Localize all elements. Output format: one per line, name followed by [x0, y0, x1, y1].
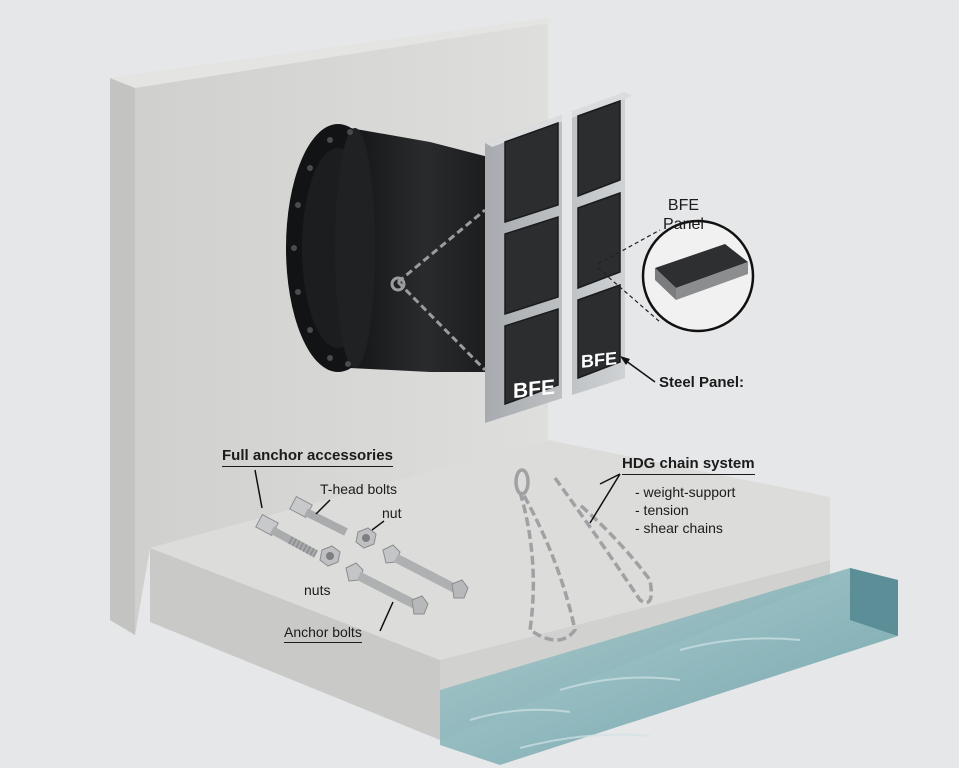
fender-chain [390, 208, 487, 372]
nut-top [355, 527, 377, 549]
t-head-bolts-label: T-head bolts [320, 481, 398, 497]
steel-panel-pointer [620, 356, 656, 383]
anchor-bolts-label: Anchor bolts [284, 624, 362, 643]
bfe-panel-label: BFE Panel [663, 197, 704, 233]
cone-fender [286, 124, 500, 372]
water [440, 568, 898, 765]
flange-bolts [291, 129, 353, 367]
chain-item-shear: - shear chains [635, 520, 723, 536]
steel-panel-label: Steel Panel: [659, 374, 745, 391]
t-head-bolt-right [289, 495, 348, 536]
steel-panel: BFE BFE [485, 92, 632, 423]
hdg-chain-list: - weight-support - tension - shear chain… [635, 483, 735, 537]
chain-item-tension: - tension [635, 502, 689, 518]
bfe-panel-callout [597, 219, 755, 333]
anchor-bolt-upper [382, 544, 469, 599]
hdg-chain-label: HDG chain system [622, 455, 755, 475]
t-head-bolt-left [255, 513, 318, 558]
nuts-label: nuts [304, 582, 331, 598]
chain-item-weight-support: - weight-support [635, 484, 736, 500]
bfe-mark-left: BFE [513, 376, 555, 403]
anchor-bolts [255, 495, 469, 615]
anchor-bolt-lower [345, 562, 429, 615]
bfe-mark-right: BFE [581, 348, 617, 372]
annotation-lines [254, 469, 621, 632]
bfe-pads [504, 99, 621, 406]
nut-bottom [319, 545, 341, 567]
hdg-chains [514, 468, 653, 642]
nut-label: nut [382, 505, 402, 521]
full-anchor-label: Full anchor accessories [222, 447, 393, 467]
